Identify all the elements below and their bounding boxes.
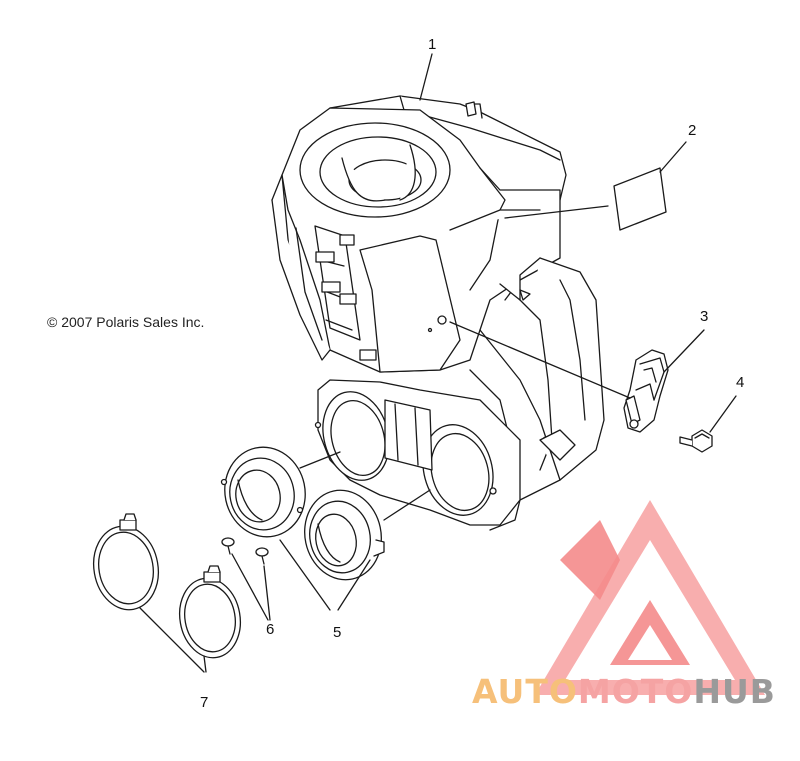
screw — [679, 429, 713, 453]
airbox-housing — [271, 95, 605, 531]
callout-4: 4 — [736, 374, 745, 391]
watermark-brand: AUTOMOTOHUB — [472, 672, 776, 711]
watermark-auto: AUTO — [472, 672, 578, 711]
callout-1: 1 — [428, 36, 437, 53]
callout-2: 2 — [688, 122, 697, 139]
leader-lines — [139, 53, 737, 673]
intake-boot-left — [220, 446, 306, 538]
sensor-connector — [623, 349, 669, 433]
boot-screws — [221, 537, 269, 565]
decal-label — [613, 167, 667, 231]
copyright-text: © 2007 Polaris Sales Inc. — [47, 314, 205, 330]
callout-6: 6 — [266, 621, 275, 638]
hose-clamp-left — [93, 513, 159, 611]
hose-clamp-right — [179, 565, 241, 659]
watermark-logo — [535, 500, 765, 695]
watermark-hub: HUB — [693, 672, 776, 711]
intake-boot-right — [304, 489, 385, 581]
callout-5: 5 — [333, 624, 342, 641]
watermark-moto: MOTO — [577, 672, 694, 711]
callout-3: 3 — [700, 308, 709, 325]
callout-7: 7 — [200, 694, 209, 711]
